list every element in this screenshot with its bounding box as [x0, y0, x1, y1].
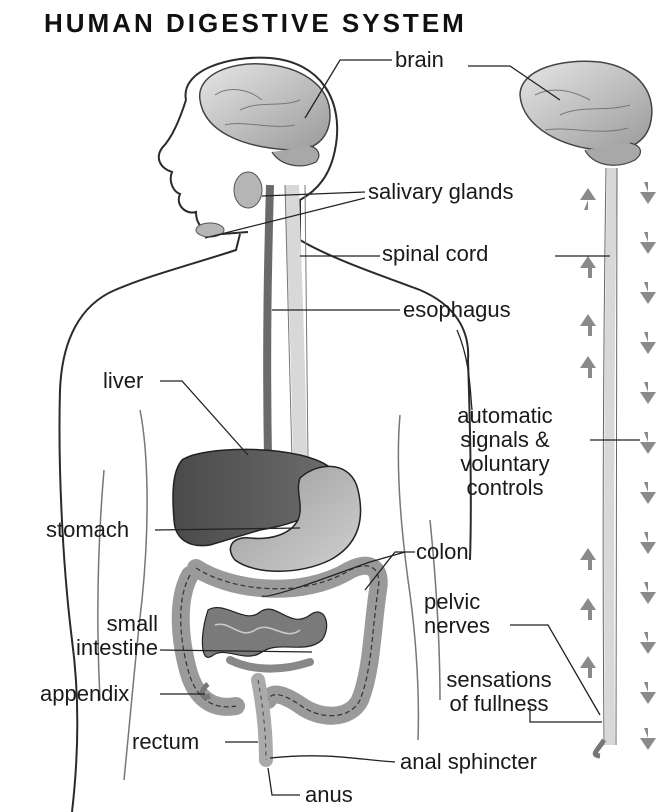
label-small-line1: small	[48, 612, 158, 636]
label-pelvic-line2: nerves	[424, 614, 490, 638]
salivary-gland-shape	[234, 172, 262, 208]
label-pelvic-line1: pelvic	[424, 590, 490, 614]
label-small-intestine: small intestine	[48, 612, 158, 660]
spinal-cord-tube	[292, 185, 300, 460]
ileum-shape	[230, 660, 310, 669]
side-spinal-cord	[609, 168, 612, 745]
label-sensations: sensations of fullness	[424, 668, 574, 716]
esophagus-tube	[267, 185, 270, 460]
label-automatic-line2: signals &	[440, 428, 570, 452]
label-appendix: appendix	[40, 682, 129, 706]
label-pelvic-nerves: pelvic nerves	[424, 590, 490, 638]
label-automatic-signals: automatic signals & voluntary controls	[440, 404, 570, 500]
side-brain-shape	[520, 61, 652, 165]
rectum-shape	[258, 680, 266, 760]
label-automatic-line4: controls	[440, 476, 570, 500]
label-esophagus: esophagus	[403, 298, 511, 322]
label-anus: anus	[305, 783, 353, 807]
small-intestine-shape	[202, 608, 326, 658]
label-anal-sphincter: anal sphincter	[400, 750, 537, 774]
label-sensations-line1: sensations	[424, 668, 574, 692]
label-stomach: stomach	[46, 518, 129, 542]
label-sensations-line2: of fullness	[424, 692, 574, 716]
label-brain: brain	[395, 48, 444, 72]
label-salivary-glands: salivary glands	[368, 180, 514, 204]
label-rectum: rectum	[132, 730, 199, 754]
diagram-title: HUMAN DIGESTIVE SYSTEM	[44, 8, 467, 39]
label-automatic-line3: voluntary	[440, 452, 570, 476]
label-colon: colon	[416, 540, 469, 564]
efferent-arrows	[640, 182, 656, 750]
label-automatic-line1: automatic	[440, 404, 570, 428]
label-spinal-cord: spinal cord	[382, 242, 488, 266]
head-brain-shape	[200, 64, 330, 166]
afferent-arrows	[580, 188, 596, 678]
side-sphincter	[595, 740, 604, 756]
label-liver: liver	[103, 369, 143, 393]
label-small-line2: intestine	[48, 636, 158, 660]
